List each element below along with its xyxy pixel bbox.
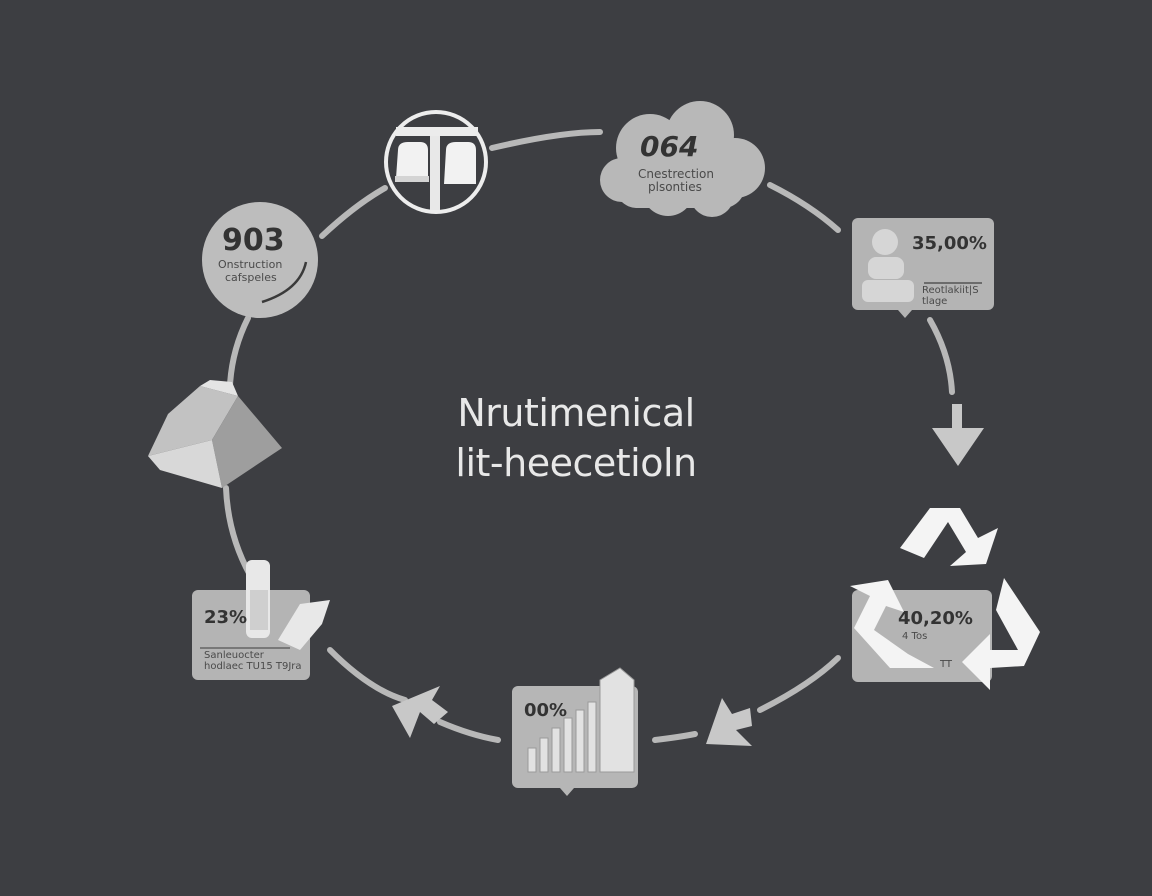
- node-label-line2: cafspeles: [225, 271, 277, 284]
- value-00-percent: 00%: [524, 700, 568, 721]
- right-card-line2: tlage: [922, 296, 948, 307]
- ring-arc-bottom-left: [327, 647, 408, 703]
- ring-arc-lower-right: [757, 655, 841, 713]
- left-card-line2: hodlaec TU15 T9Jra: [204, 661, 302, 672]
- right-card-line1: Reotlakiit|S: [922, 285, 979, 296]
- value-064: 064: [640, 130, 699, 163]
- ring-arc-upper-right: [767, 182, 841, 233]
- hands-icon: [246, 560, 330, 650]
- title-line-2: lit-heecetioln: [455, 441, 697, 485]
- ring-arc-bottom-right: [652, 731, 698, 743]
- people-icon: [862, 229, 914, 302]
- title-line-1: Nrutimenical: [457, 391, 695, 435]
- cloud-label-line1: Cnestrection: [638, 167, 714, 181]
- node-label-line1: Onstruction: [218, 258, 283, 271]
- bar-chart-icon: [527, 667, 635, 773]
- value-903: 903: [222, 223, 285, 258]
- left-card-line1: Sanleuocter: [204, 650, 264, 661]
- ring-arc-left-lower: [223, 485, 253, 578]
- recycle-card-line1: 4 Tos: [902, 631, 928, 642]
- recycle-card-line2: TT: [940, 659, 953, 670]
- ring-arc-left-upper: [227, 315, 251, 388]
- cloud-label-line2: plsonties: [648, 180, 702, 194]
- ring-arc-top-left: [319, 185, 388, 239]
- arrow-left-icon: [392, 686, 448, 738]
- ring-arc-right: [927, 317, 955, 395]
- value-35-percent: 35,00%: [912, 233, 987, 254]
- arrow-down-icon: [932, 404, 984, 466]
- value-23-percent: 23%: [204, 607, 248, 628]
- value-40-percent: 40,20%: [898, 608, 973, 629]
- diagram-title: Nrutimenical lit-heecetioln: [386, 388, 766, 488]
- arrow-left-icon-2: [706, 698, 752, 746]
- ring-arc-bottom-left-2: [437, 719, 501, 743]
- ring-arc-top: [489, 129, 603, 151]
